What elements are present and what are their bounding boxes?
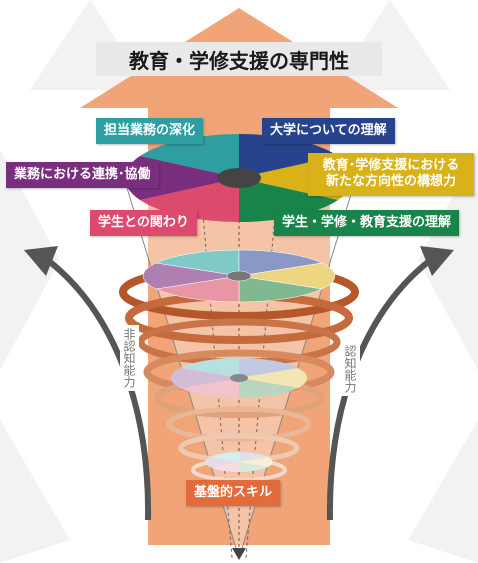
cone-tip [232,548,246,560]
side-label-left: 非認知能力 [120,325,139,391]
label-top-left: 担当業務の深化 [96,118,204,145]
side-label-right: 認知能力 [341,342,360,396]
label-mid-right: 教育･学修支援における 新たな方向性の構想力 [308,153,474,196]
diagram-title: 教育・学修支援の専門性 [96,42,382,76]
label-mid-left: 業務における連携･協働 [6,162,159,189]
label-low-right: 学生・学修・教育支援の理解 [274,210,460,237]
label-top-right: 大学についての理解 [262,118,395,145]
label-base: 基盤的スキル [186,480,281,507]
label-low-left: 学生との関わり [90,210,197,237]
disc-second [142,249,336,303]
label-mid-right-line2: 新たな方向性の構想力 [325,174,456,190]
label-mid-right-line1: 教育･学修支援における [322,158,460,173]
disc-third [170,358,308,399]
disc-bottom [205,452,273,472]
